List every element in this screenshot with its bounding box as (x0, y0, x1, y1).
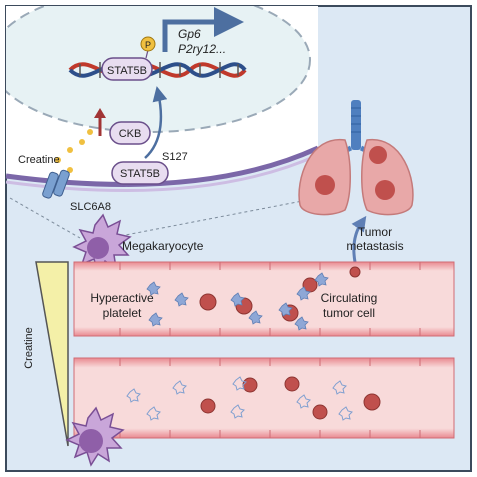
platelet-icon (230, 404, 245, 419)
stat5b-cytoplasm: STAT5B (111, 161, 169, 185)
upregulation-arrowhead (94, 108, 106, 118)
tumor-cell (312, 404, 328, 420)
platelet-icon (314, 272, 329, 287)
circulating-tumor-cell-label-1: Circulating (321, 291, 378, 305)
platelet-icon (146, 406, 161, 421)
slc6a8-transporter-icon (42, 169, 70, 199)
tumor-cell (200, 398, 216, 414)
tumor-cells-lower (200, 376, 381, 420)
platelet-icon (126, 388, 141, 403)
tumor-cell (349, 266, 361, 278)
phosphate-icon (140, 36, 156, 52)
tumor-cell (199, 293, 217, 311)
platelet-icon (248, 310, 263, 325)
tumor-metastasis-label-1: Tumor (358, 225, 392, 239)
platelet-icon (232, 376, 247, 391)
ckb-label: CKB (119, 128, 142, 140)
gene-p2ry12: P2ry12... (178, 42, 226, 56)
zoom-line (109, 197, 319, 239)
stat5b-label: STAT5B (120, 168, 160, 180)
hyperactive-platelet-label-1: Hyperactive (90, 291, 154, 305)
tumor-cell (363, 393, 381, 411)
circulating-tumor-cell-label-2: tumor cell (323, 306, 375, 320)
platelet-icon (296, 394, 311, 409)
platelet-icon (332, 380, 347, 395)
tumor-cell (242, 377, 258, 393)
stat5b-dna-label: STAT5B (107, 65, 147, 77)
zoom-line (9, 197, 81, 239)
blood-vessel-lower (73, 357, 455, 439)
platelet-icon (294, 316, 309, 331)
s127-label: S127 (162, 151, 188, 163)
megakaryocyte-label: Megakaryocyte (122, 239, 204, 253)
nuclear-translocation-arrow (144, 86, 168, 159)
creatine-molecules (55, 129, 93, 173)
platelet-icon (278, 302, 293, 317)
stat5b-dna-bound: STAT5B P (101, 36, 156, 81)
metastasis-arrow (351, 215, 367, 263)
platelets-lower (126, 376, 353, 421)
platelet-icon (174, 292, 189, 307)
platelet-icon (172, 380, 187, 395)
transcription-arrow (162, 7, 244, 52)
hyperactive-platelet-label-2: platelet (103, 306, 142, 320)
creatine-label: Creatine (18, 154, 60, 166)
creatine-gradient-wedge (35, 261, 69, 447)
creatine-gradient-label: Creatine (23, 327, 35, 369)
dna-helix (68, 62, 247, 78)
platelet-icon (230, 292, 245, 307)
platelets-upper (146, 272, 329, 331)
platelet-icon (148, 312, 163, 327)
tumor-metastasis-label-2: metastasis (346, 239, 403, 253)
tumor-cells-upper (199, 266, 361, 322)
platelet-icon (296, 286, 311, 301)
ckb-node: CKB (109, 121, 151, 145)
phosphate-label: P (145, 40, 151, 50)
slc6a8-label: SLC6A8 (70, 201, 111, 213)
tumor-cell (284, 376, 300, 392)
lungs-icon (298, 100, 414, 216)
blood-vessel-upper (73, 261, 455, 337)
platelet-icon (146, 281, 161, 296)
platelet-icon (338, 406, 353, 421)
megakaryocyte-bottom-icon (65, 406, 125, 467)
gene-gp6: Gp6 (178, 27, 201, 41)
